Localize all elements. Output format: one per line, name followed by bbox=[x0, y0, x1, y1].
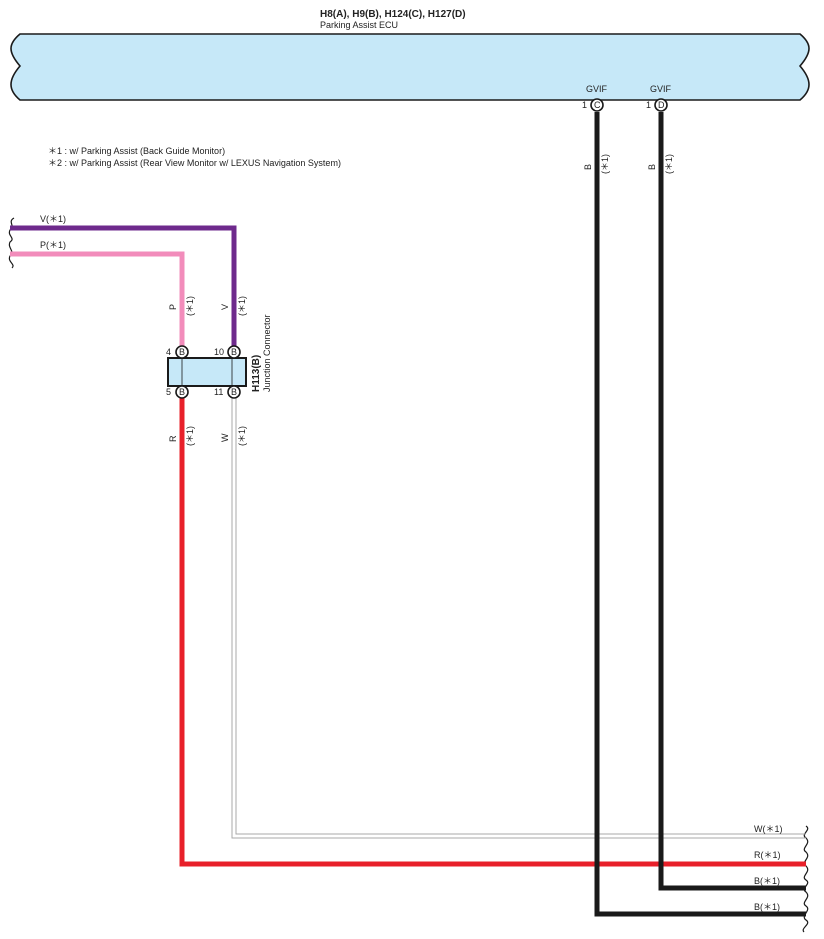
label-p-vertical: P bbox=[168, 304, 178, 310]
terminal-d-letter: D bbox=[658, 100, 665, 110]
ecu-terminal-d: GVIF 1 D bbox=[646, 84, 672, 112]
pin-5-num: 5 bbox=[166, 387, 171, 397]
label-b-out-1: B(＊1) bbox=[754, 876, 780, 886]
terminal-c-pin: 1 bbox=[582, 100, 587, 110]
note-2: ＊2 : w/ Parking Assist (Rear View Monito… bbox=[48, 158, 341, 168]
pin-10-num: 10 bbox=[214, 347, 224, 357]
wire-red bbox=[179, 396, 806, 867]
wire-white-inner bbox=[235, 396, 806, 835]
label-b-note-d: (＊1) bbox=[664, 154, 674, 174]
label-p-in: P(＊1) bbox=[40, 240, 66, 250]
label-r-out: R(＊1) bbox=[754, 850, 781, 860]
terminal-c-circle bbox=[590, 98, 604, 112]
label-v-note: (＊1) bbox=[237, 296, 247, 316]
label-p-note: (＊1) bbox=[185, 296, 195, 316]
junction-body bbox=[167, 357, 247, 387]
label-v-vertical: V bbox=[220, 304, 230, 310]
pin-4-num: 4 bbox=[166, 347, 171, 357]
label-r-vertical: R bbox=[168, 435, 178, 442]
label-b-vertical-d: B bbox=[647, 164, 657, 170]
pin-5-circle bbox=[175, 385, 189, 399]
ecu-connector-codes: H8(A), H9(B), H124(C), H127(D) bbox=[320, 9, 466, 20]
ecu-terminal-c: GVIF 1 C bbox=[582, 84, 608, 112]
pin-5-letter: B bbox=[179, 387, 185, 397]
parking-assist-ecu: H8(A), H9(B), H124(C), H127(D) Parking A… bbox=[10, 9, 810, 101]
ecu-name: Parking Assist ECU bbox=[320, 20, 398, 30]
terminal-c-letter: C bbox=[594, 100, 601, 110]
pin-4-circle bbox=[175, 345, 189, 359]
junction-name: Junction Connector bbox=[262, 314, 272, 392]
pin-10-letter: B bbox=[231, 347, 237, 357]
label-w-note: (＊1) bbox=[237, 426, 247, 446]
terminal-d-pin: 1 bbox=[646, 100, 651, 110]
junction-connector: 4 B 10 B 5 B 11 B H113(B) Junction Conne… bbox=[166, 314, 272, 399]
pin-10-circle bbox=[227, 345, 241, 359]
terminal-d-circle bbox=[654, 98, 668, 112]
wire-white bbox=[231, 396, 806, 839]
wire-black-d bbox=[658, 112, 806, 891]
terminal-c-signal: GVIF bbox=[586, 84, 608, 94]
label-b-out-2: B(＊1) bbox=[754, 902, 780, 912]
wire-black-c bbox=[594, 112, 806, 917]
pin-11-letter: B bbox=[231, 387, 237, 397]
wire-violet bbox=[10, 225, 237, 350]
pin-11-num: 11 bbox=[214, 387, 223, 397]
label-v-in: V(＊1) bbox=[40, 214, 66, 224]
pin-4-letter: B bbox=[179, 347, 185, 357]
wire-pink bbox=[10, 251, 185, 350]
label-b-note-c: (＊1) bbox=[600, 154, 610, 174]
terminal-d-signal: GVIF bbox=[650, 84, 672, 94]
ecu-body bbox=[10, 33, 810, 101]
label-b-vertical-c: B bbox=[583, 164, 593, 170]
note-1: ＊1 : w/ Parking Assist (Back Guide Monit… bbox=[48, 146, 225, 156]
label-w-vertical: W bbox=[220, 433, 230, 442]
label-w-out: W(＊1) bbox=[754, 824, 783, 834]
pin-11-circle bbox=[227, 385, 241, 399]
label-r-note: (＊1) bbox=[185, 426, 195, 446]
junction-code: H113(B) bbox=[251, 355, 262, 392]
